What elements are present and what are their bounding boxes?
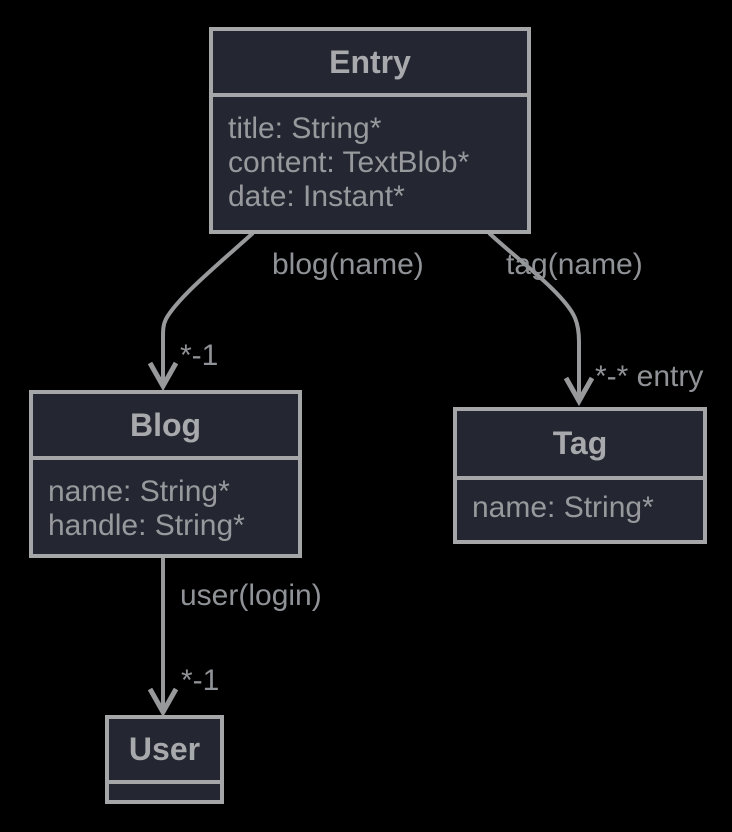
entity-tag-attributes: name: String*	[457, 480, 703, 525]
entity-entry: Entry title: String* content: TextBlob* …	[209, 27, 531, 234]
edge-entry-blog-line	[161, 231, 255, 381]
edge-label-blog-name: blog(name)	[272, 248, 424, 281]
multiplicity-label-blog-user: *-1	[181, 664, 220, 697]
entity-user-attributes	[109, 784, 220, 800]
attribute-line: content: TextBlob*	[228, 146, 470, 179]
entity-entry-title: Entry	[213, 31, 527, 97]
edge-blog-user-arrowhead-icon	[147, 687, 179, 718]
entity-blog: Blog name: String* handle: String*	[29, 390, 302, 558]
attribute-line: name: String*	[472, 491, 654, 524]
edge-entry-tag-line	[487, 231, 581, 397]
multiplicity-label-entry-tag: *-* entry	[595, 360, 704, 393]
attribute-line: date: Instant*	[228, 180, 405, 213]
entity-blog-title: Blog	[33, 394, 298, 460]
attribute-line: name: String*	[48, 475, 230, 508]
edge-label-tag-name: tag(name)	[506, 248, 643, 281]
multiplicity-label-entry-blog: *-1	[180, 339, 219, 372]
edge-entry-tag-arrowhead-icon	[563, 376, 595, 407]
edge-label-user-login: user(login)	[180, 579, 322, 612]
entity-blog-attributes: name: String* handle: String*	[33, 460, 298, 543]
edge-entry-blog-arrowhead-icon	[147, 361, 179, 392]
attribute-line: title: String*	[228, 112, 382, 145]
edge-blog-user	[147, 557, 179, 718]
entity-tag: Tag name: String*	[453, 407, 707, 544]
entity-entry-attributes: title: String* content: TextBlob* date: …	[213, 97, 527, 214]
entity-tag-title: Tag	[457, 411, 703, 480]
entity-user: User	[105, 715, 224, 804]
edge-entry-tag	[487, 231, 595, 407]
edge-entry-blog	[147, 231, 255, 392]
entity-user-title: User	[109, 719, 220, 784]
attribute-line: handle: String*	[48, 509, 245, 542]
